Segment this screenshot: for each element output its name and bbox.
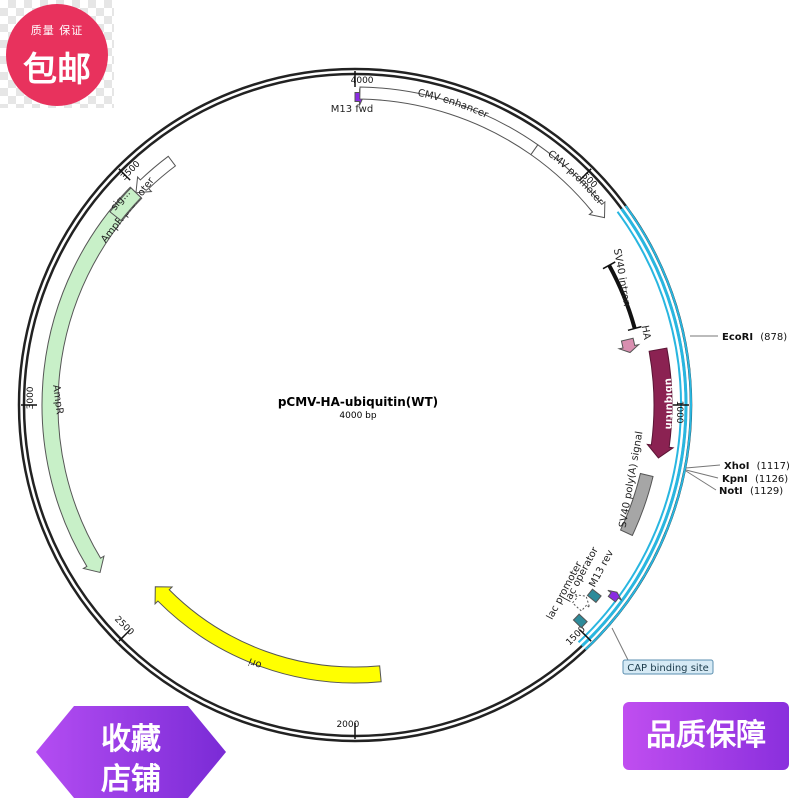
feature-sv40-polya[interactable]: SV40 poly(A) signal: [618, 431, 654, 537]
site-xhoi-leader: [685, 464, 721, 469]
site-ecori-position: (878): [760, 332, 787, 343]
plasmid-size: 4000 bp: [339, 411, 376, 421]
tick-mark-500: [579, 168, 592, 181]
cap-label: CAP binding site: [627, 663, 709, 674]
site-kpni[interactable]: KpnI (1126): [685, 469, 788, 485]
site-ecori[interactable]: EcoRI (878): [690, 332, 787, 343]
feature-ori-label: ori: [247, 655, 263, 670]
feature-ori-shape: [154, 586, 382, 684]
site-xhoi-name: XhoI: [724, 461, 749, 472]
insert-region-arc: [584, 205, 692, 651]
svg-text:XhoI (1117): XhoI (1117): [724, 461, 790, 472]
feature-lac-cap[interactable]: [572, 613, 588, 629]
site-noti[interactable]: NotI (1129): [685, 470, 783, 497]
site-xhoi-position: (1117): [757, 461, 790, 472]
tick-label-3000: 3000: [26, 386, 36, 409]
svg-text:NotI (1129): NotI (1129): [719, 486, 783, 497]
feature-lac-operator-shape: [586, 588, 602, 604]
feature-ampr-shape: [41, 186, 143, 574]
tick-label-1000: 1000: [674, 401, 684, 424]
favorite-badge-line1: 收藏: [101, 722, 161, 757]
tick-mark-1500: [579, 629, 592, 642]
feature-ubiquitin-shape: [646, 347, 675, 459]
promo-badge-title: 包邮: [23, 50, 91, 90]
site-noti-leader: [685, 470, 717, 491]
feature-cmv-enhancer[interactable]: CMV enhancer: [359, 86, 539, 156]
promo-badge-subtitle: 质量 保证: [30, 24, 84, 37]
svg-text:ori: ori: [247, 655, 263, 670]
tick-label-2000: 2000: [336, 720, 359, 730]
site-kpni-name: KpnI: [722, 474, 748, 485]
restriction-sites: EcoRI (878) XhoI (1117) KpnI (1126) NotI…: [685, 332, 790, 497]
favorite-store-button[interactable]: 收藏 店铺: [36, 706, 226, 798]
site-ecori-name: EcoRI: [722, 332, 753, 343]
feature-ori[interactable]: ori: [152, 586, 382, 684]
insert-region: [577, 205, 692, 651]
insert-region-arc: [577, 211, 682, 644]
feature-ampr-label: AmpR: [50, 384, 65, 415]
feature-sv40-intron[interactable]: SV40 intron: [602, 248, 642, 332]
favorite-badge-shape: [36, 706, 226, 798]
cap-label-box: [622, 659, 714, 675]
feature-sv40-intron-cap: [627, 325, 642, 332]
promo-badge-top-left[interactable]: 质量 保证 包邮: [0, 0, 114, 108]
feature-ha-shape: [617, 337, 641, 354]
feature-m13-fwd-label: M13 fwd: [331, 104, 373, 115]
insert-region-arc: [580, 207, 688, 648]
svg-text:KpnI (1126): KpnI (1126): [722, 474, 788, 485]
tick-label-4000: 4000: [351, 76, 374, 86]
feature-ha[interactable]: HA: [617, 325, 652, 354]
feature-ubiquitin-label: ubiquitin: [662, 378, 674, 430]
favorite-badge-line2: 店铺: [101, 762, 161, 797]
plasmid-name: pCMV-HA-ubiquitin(WT): [278, 395, 438, 409]
cap-binding-site[interactable]: CAP binding site: [611, 627, 714, 675]
svg-text:EcoRI (878): EcoRI (878): [722, 332, 787, 343]
feature-ha-label: HA: [639, 325, 652, 341]
feature-sv40-intron-shape: [607, 264, 637, 330]
tick-mark-2500: [118, 629, 131, 642]
tick-mark-3500: [118, 168, 131, 181]
site-kpni-leader: [685, 469, 719, 479]
feature-ampr-promoter-shape: [135, 155, 177, 194]
site-noti-position: (1129): [750, 486, 783, 497]
feature-ubiquitin[interactable]: ubiquitin: [646, 347, 675, 459]
feature-sv40-polya-shape: [619, 472, 654, 537]
promo-badge-circle: 质量 保证 包邮: [6, 4, 108, 106]
feature-ampr[interactable]: AmpR: [41, 186, 143, 574]
svg-text:ubiquitin: ubiquitin: [662, 378, 674, 430]
feature-m13-rev-shape: [607, 589, 623, 603]
feature-lac-cap-shape: [572, 613, 588, 629]
feature-sv40-intron-cap: [602, 261, 616, 270]
cap-leader: [611, 627, 629, 661]
feature-lac-promoter-shape: [571, 593, 591, 612]
feature-cmv-promoter-shape: [530, 144, 606, 219]
plasmid-center-labels: pCMV-HA-ubiquitin(WT) 4000 bp: [278, 395, 438, 421]
quality-guarantee-button[interactable]: 品质保障: [623, 702, 789, 770]
feature-sig-shape: [109, 187, 142, 222]
site-noti-name: NotI: [719, 486, 743, 497]
site-xhoi[interactable]: XhoI (1117): [685, 461, 790, 472]
site-kpni-position: (1126): [755, 474, 788, 485]
